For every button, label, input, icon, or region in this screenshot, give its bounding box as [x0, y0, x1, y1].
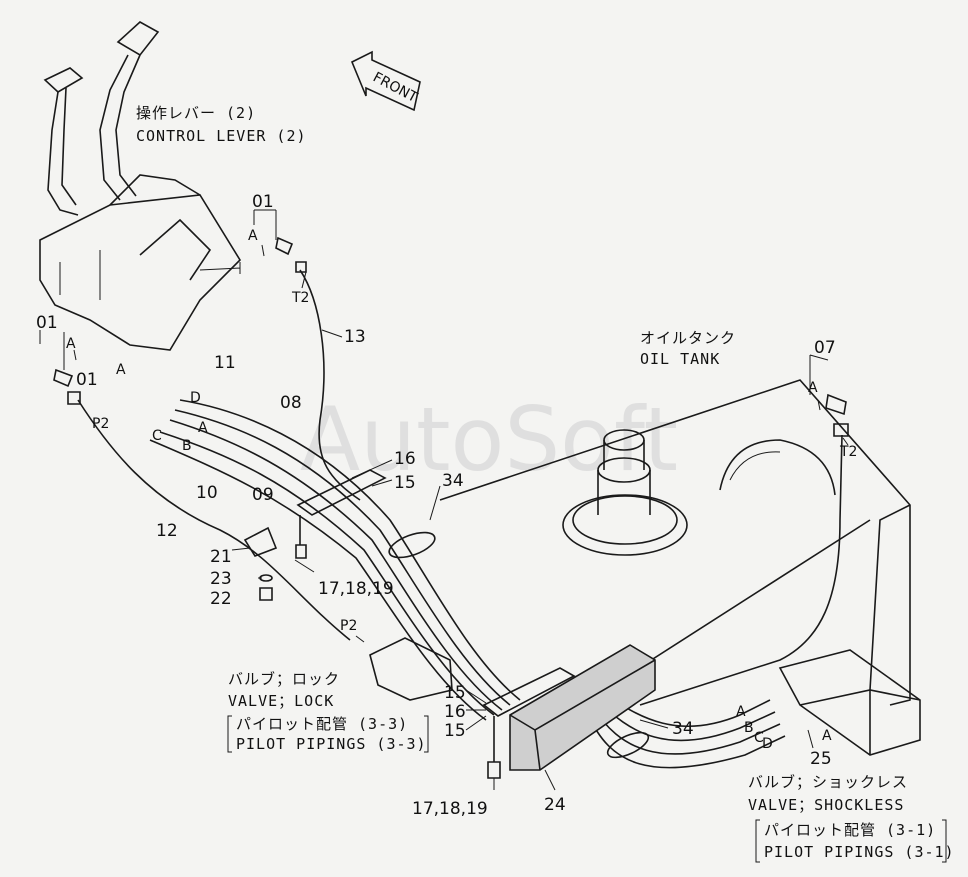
part-13: 13	[344, 327, 366, 347]
port-d-hose: D	[190, 390, 201, 406]
part-16-lower: 16	[444, 702, 466, 722]
oil-tank-en: OIL TANK	[640, 350, 720, 368]
valve-lock-en: VALVE；LOCK	[228, 692, 334, 710]
hose-12	[77, 399, 351, 641]
port-c-valve: C	[754, 730, 764, 746]
valve-shockless-en: VALVE；SHOCKLESS	[748, 796, 904, 814]
part-01-top: 01	[252, 192, 274, 212]
part-10: 10	[196, 483, 218, 503]
part-16-upper: 16	[394, 449, 416, 469]
leader-lines	[39, 209, 849, 791]
port-p2-left: P2	[92, 416, 109, 432]
part-17-18-19-upper: 17,18,19	[318, 579, 394, 599]
port-a-block: A	[822, 728, 832, 744]
clamp-block-24	[509, 644, 656, 771]
valve-lock-ref-en: PILOT PIPINGS (3-3)	[236, 735, 427, 753]
bracket-lower	[482, 667, 576, 717]
front-arrow: FRONT	[350, 50, 421, 112]
part-09: 09	[252, 485, 274, 505]
part-22-bolt	[259, 587, 273, 601]
part-15-upper: 15	[394, 473, 416, 493]
port-a-mid: A	[116, 362, 126, 378]
valve-shockless-ref-jp: パイロット配管 (3-1)	[764, 821, 936, 839]
port-t2-top: T2	[291, 290, 309, 306]
part-25: 25	[810, 749, 832, 769]
fitting-07	[825, 393, 849, 437]
control-lever-assembly	[39, 21, 242, 351]
port-p2-valve: P2	[340, 618, 357, 634]
part-23: 23	[210, 569, 232, 589]
part-24: 24	[544, 795, 566, 815]
valve-shockless-ref-en: PILOT PIPINGS (3-1)	[764, 843, 955, 861]
part-17-18-19-lower: 17,18,19	[412, 799, 488, 819]
port-d-valve: D	[762, 736, 773, 752]
part-01-left: 01	[36, 313, 58, 333]
part-11: 11	[214, 353, 236, 373]
part-34-upper: 34	[442, 471, 464, 491]
part-21-clamp	[243, 526, 278, 557]
oil-tank	[439, 379, 911, 706]
port-b-hose: B	[182, 438, 192, 454]
valve-lock-ref-jp: パイロット配管 (3-3)	[236, 715, 408, 733]
port-t2-tank: T2	[839, 444, 857, 460]
hose-13	[299, 269, 361, 501]
part-21: 21	[210, 547, 232, 567]
hose-bundle	[149, 399, 786, 769]
bolt-lower	[487, 716, 501, 779]
control-lever-jp: 操作レバー (2)	[136, 104, 256, 122]
part-15-lower-b: 15	[444, 721, 466, 741]
part-07: 07	[814, 338, 836, 358]
port-a-top: A	[248, 228, 258, 244]
tank-return-pipe	[639, 434, 843, 706]
clip-34-lower	[606, 731, 650, 759]
part-15-lower-a: 15	[444, 683, 466, 703]
part-08: 08	[280, 393, 302, 413]
fitting-01-top	[275, 236, 307, 273]
control-lever-en: CONTROL LEVER (2)	[136, 127, 307, 145]
oil-tank-jp: オイルタンク	[640, 329, 736, 347]
part-34-lower: 34	[672, 719, 694, 739]
lock-valve	[369, 637, 453, 701]
bracket-upper	[296, 469, 387, 516]
valve-shockless-jp: バルブ；ショックレス	[748, 773, 908, 791]
bolt-upper	[295, 515, 307, 559]
port-a-hose: A	[198, 420, 208, 436]
fitting-01-left	[53, 368, 81, 405]
port-a-valve: A	[736, 704, 746, 720]
port-c-hose: C	[152, 428, 162, 444]
valve-lock-jp: バルブ；ロック	[228, 670, 340, 688]
port-a-tank: A	[808, 380, 818, 396]
clip-34-upper	[388, 531, 436, 559]
port-a-left: A	[66, 336, 76, 352]
part-01-mid: 01	[76, 370, 98, 390]
port-b-valve: B	[744, 720, 754, 736]
part-12: 12	[156, 521, 178, 541]
shockless-valve-block	[778, 649, 921, 756]
part-22: 22	[210, 589, 232, 609]
